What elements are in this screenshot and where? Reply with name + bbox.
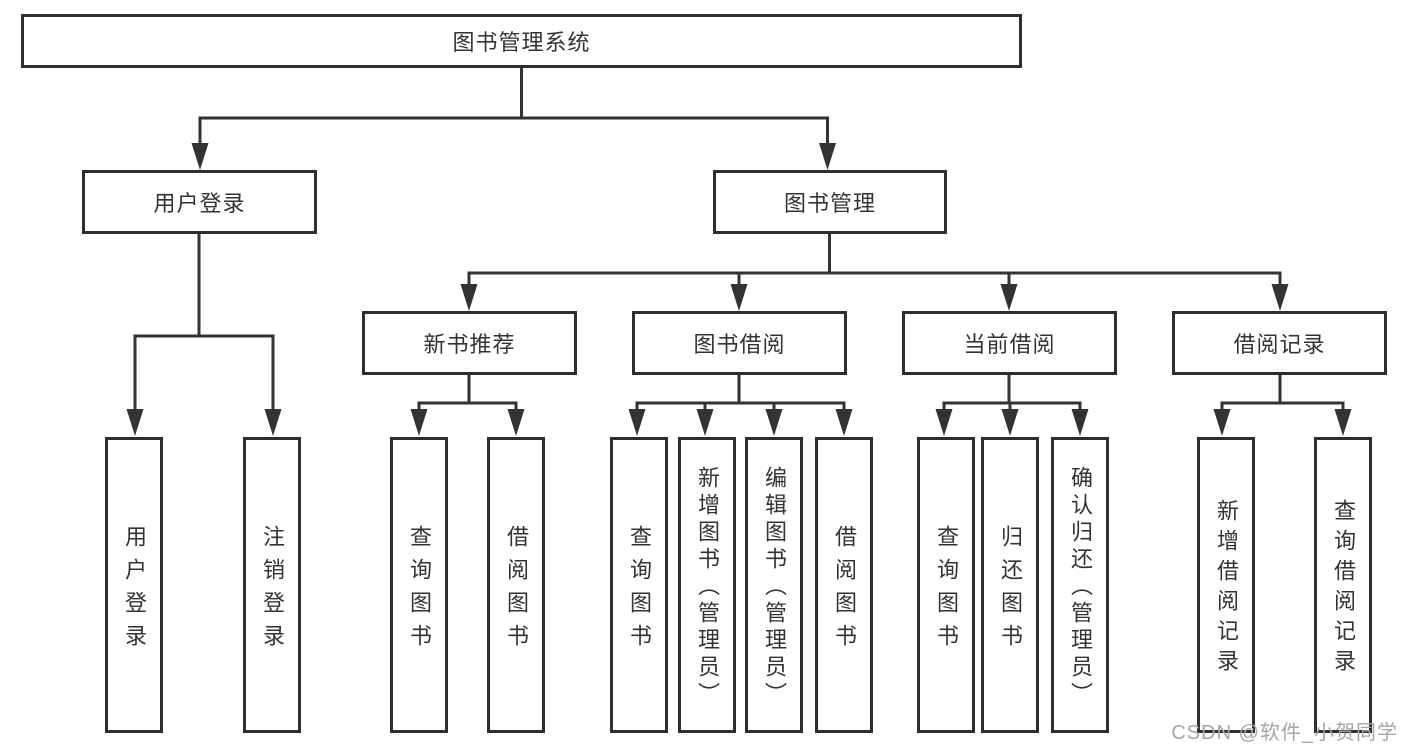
leaf-return-book: 归还图书 <box>981 437 1039 733</box>
node-label: 图书管理系统 <box>452 30 591 55</box>
connector-book-management-branch <box>467 233 1282 295</box>
arrowheads-current-borrow-branch <box>935 409 1089 436</box>
connector-user-login-branch <box>133 233 275 420</box>
node-label: 用户登录 <box>153 191 246 216</box>
arrowheads-root-branch <box>191 143 836 170</box>
node-current-borrow: 当前借阅 <box>902 311 1117 375</box>
leaf-label: 查询借阅记录 <box>1331 499 1356 679</box>
leaf-label: 查询图书 <box>934 524 959 657</box>
node-library-management-system: 图书管理系统 <box>21 14 1022 68</box>
leaf-label: 归还图书 <box>998 524 1023 657</box>
arrowheads-new-book-branch <box>410 409 525 436</box>
leaf-logout: 注销登录 <box>243 437 301 733</box>
leaf-query-books-borrow: 查询图书 <box>610 437 668 733</box>
node-new-book-recommend: 新书推荐 <box>362 311 577 375</box>
leaf-label: 编辑图书（管理员） <box>762 466 787 709</box>
leaf-label: 借阅图书 <box>832 524 857 657</box>
node-user-login: 用户登录 <box>82 170 317 234</box>
connector-borrow-records-branch <box>1220 375 1345 418</box>
leaf-edit-book-admin: 编辑图书（管理员） <box>745 437 803 733</box>
leaf-label: 新增借阅记录 <box>1214 499 1239 679</box>
connector-book-borrow-branch <box>635 375 846 418</box>
arrowheads-borrow-records-branch <box>1213 409 1352 436</box>
leaf-label: 查询图书 <box>627 524 652 657</box>
leaf-label: 新增图书（管理员） <box>695 466 720 709</box>
node-label: 借阅记录 <box>1233 332 1326 357</box>
leaf-query-books-recommend: 查询图书 <box>390 437 448 733</box>
leaf-label: 注销登录 <box>260 524 285 657</box>
leaf-label: 确认归还（管理员） <box>1068 466 1093 709</box>
leaf-borrow-books-recommend: 借阅图书 <box>487 437 545 733</box>
connector-root-branch <box>198 67 829 150</box>
connector-new-book-branch <box>417 375 518 418</box>
leaf-user-login: 用户登录 <box>105 437 163 733</box>
csdn-watermark: CSDN @软件_小贺同学 <box>1171 722 1398 744</box>
leaf-confirm-return-admin: 确认归还（管理员） <box>1051 437 1109 733</box>
arrowheads-book-management-branch <box>460 284 1289 311</box>
leaf-query-books-current: 查询图书 <box>917 437 975 733</box>
node-label: 图书管理 <box>783 191 876 216</box>
node-book-management: 图书管理 <box>713 170 947 234</box>
leaf-add-book-admin: 新增图书（管理员） <box>678 437 736 733</box>
leaf-borrow-books-borrow: 借阅图书 <box>815 437 873 733</box>
leaf-label: 查询图书 <box>407 524 432 657</box>
node-label: 图书借阅 <box>693 332 786 357</box>
leaf-query-borrow-record: 查询借阅记录 <box>1314 437 1372 733</box>
leaf-label: 借阅图书 <box>504 524 529 657</box>
node-borrow-records: 借阅记录 <box>1172 311 1387 375</box>
arrowheads-book-borrow-branch <box>628 409 853 436</box>
arrowheads-user-login-branch <box>126 409 282 436</box>
node-book-borrow: 图书借阅 <box>632 311 847 375</box>
node-label: 新书推荐 <box>423 332 516 357</box>
node-label: 当前借阅 <box>963 332 1056 357</box>
leaf-add-borrow-record: 新增借阅记录 <box>1197 437 1255 733</box>
leaf-label: 用户登录 <box>122 524 147 657</box>
